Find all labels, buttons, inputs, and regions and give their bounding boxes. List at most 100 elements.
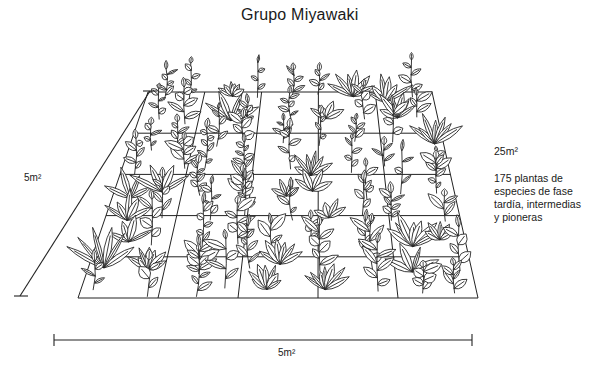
leaf	[434, 167, 447, 179]
plant-sketch	[408, 88, 434, 118]
plant-sketch	[309, 100, 345, 122]
leaf	[204, 118, 211, 129]
plant-sketch	[385, 211, 444, 249]
plant-sketch	[196, 118, 216, 169]
plant-sketch	[382, 95, 411, 143]
plant-sketch	[225, 159, 257, 198]
plant-sketch	[275, 177, 300, 220]
leaf	[410, 67, 422, 77]
leaf	[157, 83, 162, 89]
leaf	[257, 55, 261, 64]
leaf	[166, 79, 175, 86]
leaf	[222, 229, 228, 239]
leaf	[402, 156, 414, 163]
leaf	[390, 95, 395, 106]
plant-sketch	[397, 52, 424, 97]
leaf	[166, 68, 178, 76]
leaf	[268, 213, 273, 225]
plant-sketch	[128, 164, 190, 195]
leaf	[376, 247, 397, 260]
leaf	[245, 93, 250, 103]
leaf	[367, 223, 386, 244]
leaf	[195, 152, 202, 163]
leaf	[169, 128, 180, 140]
leaf	[363, 209, 368, 222]
plant-count-note: 175 plantas de especies de fase tardía, …	[494, 172, 586, 225]
leaf	[132, 129, 138, 139]
plant-sketch	[313, 197, 348, 220]
leaf	[361, 79, 366, 87]
plant-sketch	[202, 229, 241, 288]
diagram-title: Grupo Miyawaki	[241, 6, 359, 24]
leaf	[324, 106, 345, 121]
leaf	[344, 154, 353, 162]
leaf	[163, 137, 185, 153]
leaf	[158, 96, 167, 102]
area-label: 25m²	[494, 145, 586, 158]
leaf	[361, 170, 367, 182]
leaf	[128, 228, 155, 244]
leaf	[433, 123, 465, 147]
leaf	[350, 133, 355, 140]
plant-sketch	[181, 234, 222, 274]
leaf	[375, 255, 396, 274]
leaf	[414, 88, 418, 96]
leaf	[266, 278, 283, 291]
plant-sketch	[314, 105, 327, 146]
leaf	[401, 174, 412, 184]
leaf	[289, 177, 293, 189]
leaf	[199, 128, 208, 136]
leaf	[148, 101, 159, 109]
plant-sketch	[65, 227, 136, 271]
plant-sketch	[226, 107, 257, 142]
leaf	[164, 60, 168, 69]
leaf	[391, 125, 404, 137]
leaf	[397, 72, 413, 86]
leaf	[202, 236, 228, 253]
leaf	[263, 271, 281, 292]
leaf	[146, 249, 153, 261]
leaf	[224, 248, 241, 263]
plant-sketch	[135, 249, 162, 297]
dimension-tick	[143, 90, 157, 91]
leaf	[390, 202, 402, 211]
leaf	[267, 210, 290, 233]
dimension-tick	[53, 334, 54, 346]
leaf	[182, 131, 187, 140]
plant-sketch	[408, 113, 464, 147]
plant-sketch	[377, 92, 416, 121]
leaf	[186, 263, 201, 273]
leaf	[198, 270, 211, 279]
dimension-label: 5m²	[24, 172, 41, 183]
dimension-tick	[471, 334, 472, 346]
plant-sketch	[122, 129, 146, 174]
leaf	[243, 179, 254, 190]
leaf	[150, 129, 163, 137]
leaf	[318, 252, 340, 268]
leaf	[348, 215, 372, 235]
leaf	[122, 155, 137, 165]
leaf	[181, 77, 186, 87]
leaf	[440, 263, 455, 277]
leaf	[135, 146, 146, 158]
leaf	[361, 264, 379, 281]
leaf	[166, 99, 185, 114]
plant-sketch	[350, 79, 378, 120]
leaf	[288, 85, 293, 93]
leaf	[361, 101, 378, 116]
leaf	[279, 249, 304, 267]
leaf	[287, 118, 293, 129]
leaf	[241, 128, 256, 142]
leaf	[170, 121, 179, 129]
plant-sketch	[356, 232, 397, 291]
plant-sketch	[250, 55, 266, 98]
leaf	[383, 152, 396, 162]
plant-sketch	[293, 167, 333, 194]
leaf	[400, 139, 405, 151]
plant-sketch	[163, 131, 202, 168]
plant-sketch	[304, 263, 351, 293]
plant-sketch	[299, 214, 340, 271]
leaf	[196, 167, 205, 174]
leaf	[441, 224, 460, 239]
plant-sketch	[410, 260, 443, 294]
